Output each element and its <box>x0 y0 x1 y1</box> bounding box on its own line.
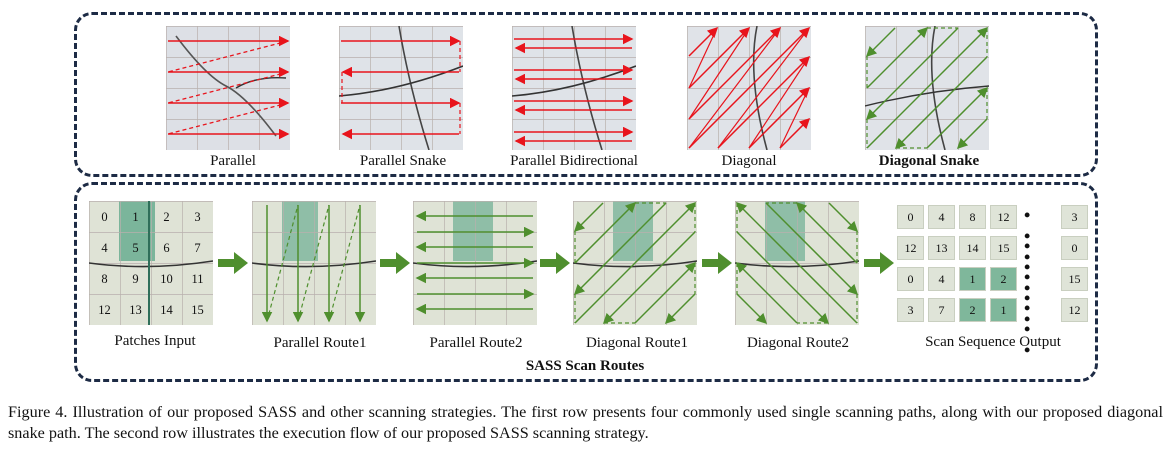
patch-number: 9 <box>132 272 139 286</box>
sequence-cell: 8 <box>959 205 986 229</box>
bottom-panel-frame <box>74 182 1098 382</box>
patch-number: 10 <box>160 272 173 286</box>
diagonal-route2-tile <box>735 201 859 325</box>
label-diagonal: Diagonal <box>721 153 777 169</box>
sequence-cell: 0 <box>897 267 924 291</box>
parallel-snake-scan-tile <box>339 26 463 150</box>
sequence-cell: 0 <box>897 205 924 229</box>
label-scan-sequence-output: Scan Sequence Output <box>925 334 1061 350</box>
patch-number: 5 <box>132 241 139 255</box>
sequence-cell: 12 <box>1061 298 1088 322</box>
patch-number: 3 <box>194 210 201 224</box>
label-diagonal-route1: Diagonal Route1 <box>585 335 689 351</box>
label-diagonal-route2: Diagonal Route2 <box>746 335 850 351</box>
sequence-cell: 12 <box>897 236 924 260</box>
sequence-cell: 3 <box>897 298 924 322</box>
right-arrow-icon <box>864 252 894 279</box>
sequence-cell: 4 <box>928 205 955 229</box>
ellipsis: • • • <box>1024 236 1032 298</box>
sequence-cell: 1 <box>959 267 986 291</box>
patch-number: 13 <box>129 303 142 317</box>
patch-number: 4 <box>101 241 108 255</box>
ellipsis: • • • <box>1024 298 1032 360</box>
parallel-route1-tile <box>252 201 376 325</box>
diagonal-route1-tile <box>573 201 697 325</box>
sequence-cell: 1 <box>990 298 1017 322</box>
patch-number: 1 <box>132 210 139 224</box>
parallel-bidirectional-scan-tile <box>512 26 636 150</box>
patch-number: 2 <box>163 210 170 224</box>
sequence-cell: 7 <box>928 298 955 322</box>
label-parallel-route2: Parallel Route2 <box>429 335 523 351</box>
patch-number: 7 <box>194 241 201 255</box>
sequence-cell: 13 <box>928 236 955 260</box>
sequence-cell: 12 <box>990 205 1017 229</box>
ellipsis: • • • <box>1024 267 1032 329</box>
sequence-cell: 2 <box>990 267 1017 291</box>
top-panel-frame <box>74 12 1098 177</box>
right-arrow-icon <box>540 252 570 279</box>
patch-number: 14 <box>160 303 173 317</box>
label-parallel-snake: Parallel Snake <box>359 153 447 169</box>
label-parallel-bidirectional: Parallel Bidirectional <box>510 153 638 169</box>
label-parallel-route1: Parallel Route1 <box>273 335 367 351</box>
parallel-scan-tile <box>166 26 290 150</box>
right-arrow-icon <box>218 252 248 279</box>
label-diagonal-snake: Diagonal Snake <box>878 153 980 169</box>
label-parallel: Parallel <box>210 153 256 169</box>
patch-number: 0 <box>101 210 108 224</box>
patch-number: 11 <box>191 272 204 286</box>
sequence-cell: 3 <box>1061 205 1088 229</box>
patch-number: 6 <box>163 241 170 255</box>
diagonal-snake-scan-tile <box>865 26 989 150</box>
right-arrow-icon <box>380 252 410 279</box>
parallel-route2-tile <box>413 201 537 325</box>
sequence-cell: 15 <box>990 236 1017 260</box>
patch-number: 8 <box>101 272 108 286</box>
patch-number: 12 <box>98 303 111 317</box>
sequence-cell: 2 <box>959 298 986 322</box>
sequence-cell: 15 <box>1061 267 1088 291</box>
sass-scan-routes-title: SASS Scan Routes <box>525 358 645 374</box>
figure-caption: Figure 4. Illustration of our proposed S… <box>8 403 1163 442</box>
sequence-cell: 4 <box>928 267 955 291</box>
patch-number: 15 <box>191 303 204 317</box>
label-patches-input: Patches Input <box>114 333 196 349</box>
ellipsis: • • • <box>1024 205 1032 267</box>
sequence-cell: 14 <box>959 236 986 260</box>
diagonal-scan-tile <box>687 26 811 150</box>
right-arrow-icon <box>702 252 732 279</box>
sequence-cell: 0 <box>1061 236 1088 260</box>
